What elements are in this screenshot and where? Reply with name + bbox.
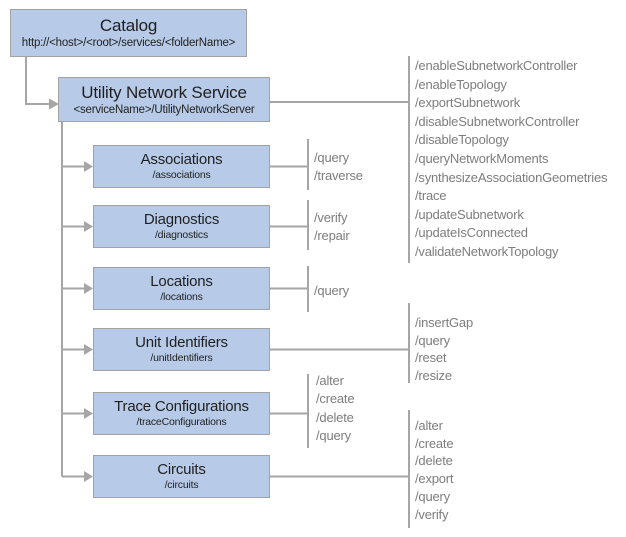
locations-node: Locations /locations (93, 267, 270, 310)
operation-item: /validateNetworkTopology (415, 243, 559, 259)
diagnostics-operations-list: /verify/repair (314, 209, 350, 244)
arrowhead-icon (84, 161, 93, 172)
resource-title: Diagnostics (143, 211, 220, 228)
catalog-title: Catalog (99, 16, 158, 35)
arrowhead-icon (84, 221, 93, 232)
operation-item: /create (415, 435, 454, 451)
operation-item: /query (316, 427, 351, 443)
operation-item: /enableSubnetworkController (415, 58, 578, 73)
associations-operations-list: /query/traverse (314, 149, 363, 184)
arrowhead-icon (49, 98, 59, 110)
operation-item: /repair (314, 227, 350, 243)
resource-path: /unitIdentifiers (150, 352, 213, 364)
operation-item: /synthesizeAssociationGeometries (415, 169, 608, 185)
circuits-node: Circuits /circuits (93, 455, 270, 498)
resource-title: Unit Identifiers (135, 334, 228, 351)
arrowhead-icon (84, 344, 93, 355)
operation-item: /verify (415, 506, 449, 522)
unit-identifiers-operations-list: /insertGap/query/reset/resize (415, 314, 473, 384)
operation-item: /resize (415, 367, 452, 383)
catalog-url: http://<host>/<root>/services/<folderNam… (21, 37, 236, 49)
resource-path: /locations (160, 291, 203, 303)
service-operations-list: /enableSubnetworkController/enableTopolo… (415, 57, 608, 262)
utility-network-service-node: Utility Network Service <serviceName>/Ut… (58, 77, 270, 122)
resource-title: Associations (140, 151, 223, 168)
operation-item: /disableSubnetworkController (415, 113, 580, 129)
arrowhead-icon (84, 471, 93, 482)
service-path: <serviceName>/UtilityNetworkServer (73, 103, 255, 116)
operation-item: /trace (415, 188, 447, 204)
operation-item: /exportSubnetwork (415, 95, 520, 111)
operation-item: /query (314, 150, 349, 165)
operation-item: /queryNetworkMoments (415, 150, 549, 166)
catalog-node: Catalog http://<host>/<root>/services/<f… (10, 9, 247, 57)
operation-item: /delete (415, 453, 453, 469)
diagnostics-node: Diagnostics /diagnostics (93, 205, 270, 248)
arrowhead-icon (84, 283, 93, 294)
arrowhead-icon (84, 408, 93, 419)
operation-item: /disableTopology (415, 132, 509, 148)
resource-path: /associations (152, 169, 211, 181)
trace-configurations-operations-list: /alter/create/delete/query (316, 372, 355, 445)
service-title: Utility Network Service (81, 82, 247, 102)
resource-title: Locations (150, 273, 213, 290)
operation-item: /query (415, 332, 450, 348)
operation-item: /create (316, 391, 355, 407)
operation-item: /alter (316, 373, 344, 388)
trace-configurations-node: Trace Configurations /traceConfiguration… (93, 392, 270, 435)
operation-item: /verify (314, 210, 348, 225)
operation-item: /enableTopology (415, 76, 507, 92)
operation-item: /traverse (314, 167, 363, 183)
operation-item: /query (415, 488, 450, 504)
resource-path: /diagnostics (154, 229, 209, 241)
operation-item: /query (314, 283, 349, 298)
operation-item: /export (415, 471, 454, 487)
unit-identifiers-node: Unit Identifiers /unitIdentifiers (93, 328, 270, 371)
resource-path: /traceConfigurations (136, 416, 227, 428)
resource-title: Trace Configurations (114, 398, 249, 415)
resource-path: /circuits (164, 479, 199, 491)
operation-item: /updateIsConnected (415, 225, 528, 241)
connector-line (25, 57, 49, 105)
operation-item: /alter (415, 418, 443, 433)
operation-item: /updateSubnetwork (415, 206, 524, 222)
locations-operations-list: /query (314, 282, 349, 300)
associations-node: Associations /associations (93, 145, 270, 188)
operation-item: /insertGap (415, 315, 473, 330)
circuits-operations-list: /alter/create/delete/export/query/verify (415, 417, 454, 523)
resource-title: Circuits (157, 461, 206, 478)
operation-item: /delete (316, 409, 354, 425)
operation-item: /reset (415, 350, 447, 365)
